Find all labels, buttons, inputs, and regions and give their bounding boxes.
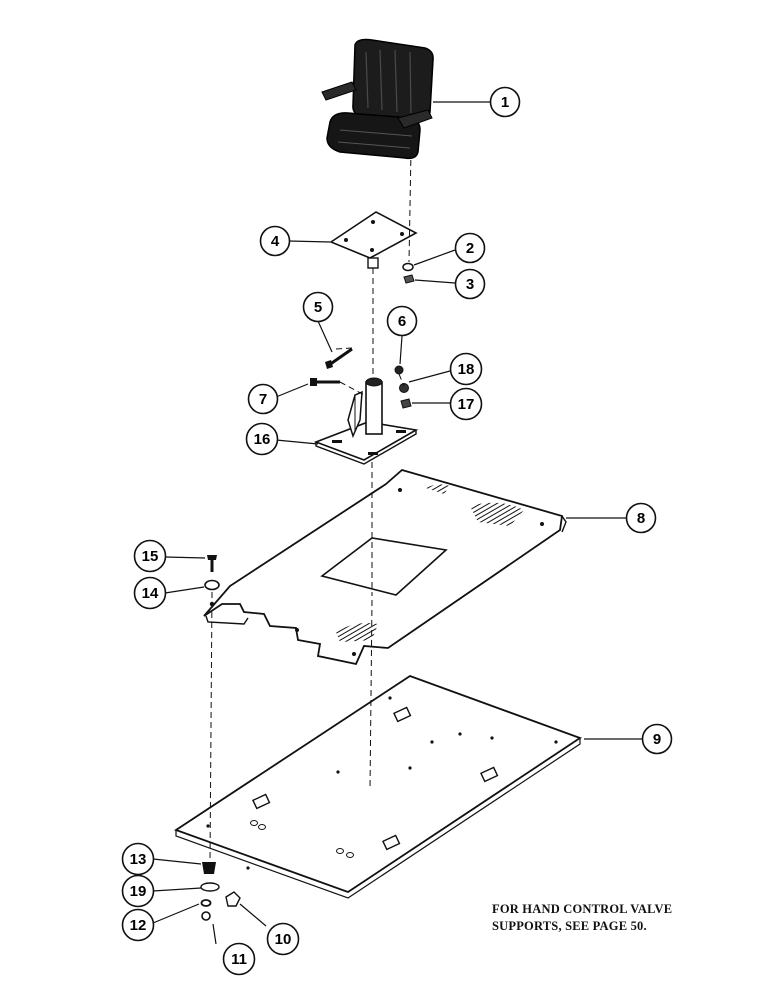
rubber-bumper-13 (202, 862, 216, 874)
callout-19: 19 (121, 874, 155, 908)
assembly-centerlines (209, 149, 412, 861)
callout-label: 14 (142, 585, 159, 602)
callout-label: 6 (398, 313, 406, 330)
callout-4: 4 (259, 225, 291, 257)
reference-note-line-1: FOR HAND CONTROL VALVE (492, 902, 673, 916)
callout-label: 18 (458, 361, 475, 378)
callout-17: 17 (449, 387, 483, 421)
callout-1: 1 (489, 86, 521, 118)
callout-18: 18 (449, 352, 483, 386)
callout-7: 7 (247, 383, 279, 415)
callout-label: 11 (231, 951, 247, 968)
callout-6: 6 (386, 305, 418, 337)
callout-10: 10 (266, 922, 300, 956)
callout-3: 3 (454, 268, 486, 300)
callout-label: 4 (271, 233, 280, 250)
callout-label: 13 (130, 851, 147, 868)
seat (321, 38, 434, 160)
washer-19 (200, 882, 220, 892)
callout-balloons: 1 2 3 4 5 6 7 8 9 10 11 12 13 14 15 16 1… (121, 86, 673, 976)
callout-9: 9 (641, 723, 673, 755)
callout-label: 8 (637, 510, 645, 527)
callout-label: 17 (458, 396, 475, 413)
callout-label: 16 (254, 431, 271, 448)
callout-2: 2 (454, 232, 486, 264)
reference-note-line-2: SUPPORTS, SEE PAGE 50. (492, 919, 647, 933)
seat-post-assembly (313, 377, 419, 465)
washer-2 (402, 262, 414, 272)
washer-14 (204, 579, 220, 591)
reference-note: FOR HAND CONTROL VALVE SUPPORTS, SEE PAG… (492, 901, 672, 935)
callout-label: 3 (466, 276, 474, 293)
callout-label: 1 (501, 94, 509, 111)
bolt-7 (310, 378, 340, 386)
callout-16: 16 (245, 422, 279, 456)
callout-12: 12 (121, 908, 155, 942)
leader-lines (152, 101, 642, 945)
nut-3 (403, 274, 415, 284)
bolt-15 (207, 555, 217, 572)
callout-label: 2 (466, 240, 474, 257)
callout-label: 10 (275, 931, 292, 948)
callout-label: 12 (130, 917, 147, 934)
callout-label: 9 (653, 731, 661, 748)
nut-17 (400, 398, 412, 409)
nut-10 (225, 891, 241, 907)
callout-label: 5 (314, 299, 322, 316)
floor-plate (174, 674, 582, 899)
callout-label: 15 (142, 548, 159, 565)
callout-14: 14 (133, 576, 167, 610)
washer-18 (399, 383, 409, 393)
callout-5: 5 (302, 291, 334, 323)
floor-platform (203, 468, 567, 666)
bolt-5 (325, 347, 353, 369)
seat-mounting-plate (329, 211, 418, 269)
nut-11 (201, 911, 211, 921)
callout-13: 13 (121, 842, 155, 876)
callout-8: 8 (625, 502, 657, 534)
callout-15: 15 (133, 539, 167, 573)
lockwasher-12 (200, 899, 212, 907)
callout-11: 11 (222, 942, 256, 976)
callout-label: 19 (130, 883, 147, 900)
nut-6 (394, 365, 404, 375)
callout-label: 7 (259, 391, 267, 408)
